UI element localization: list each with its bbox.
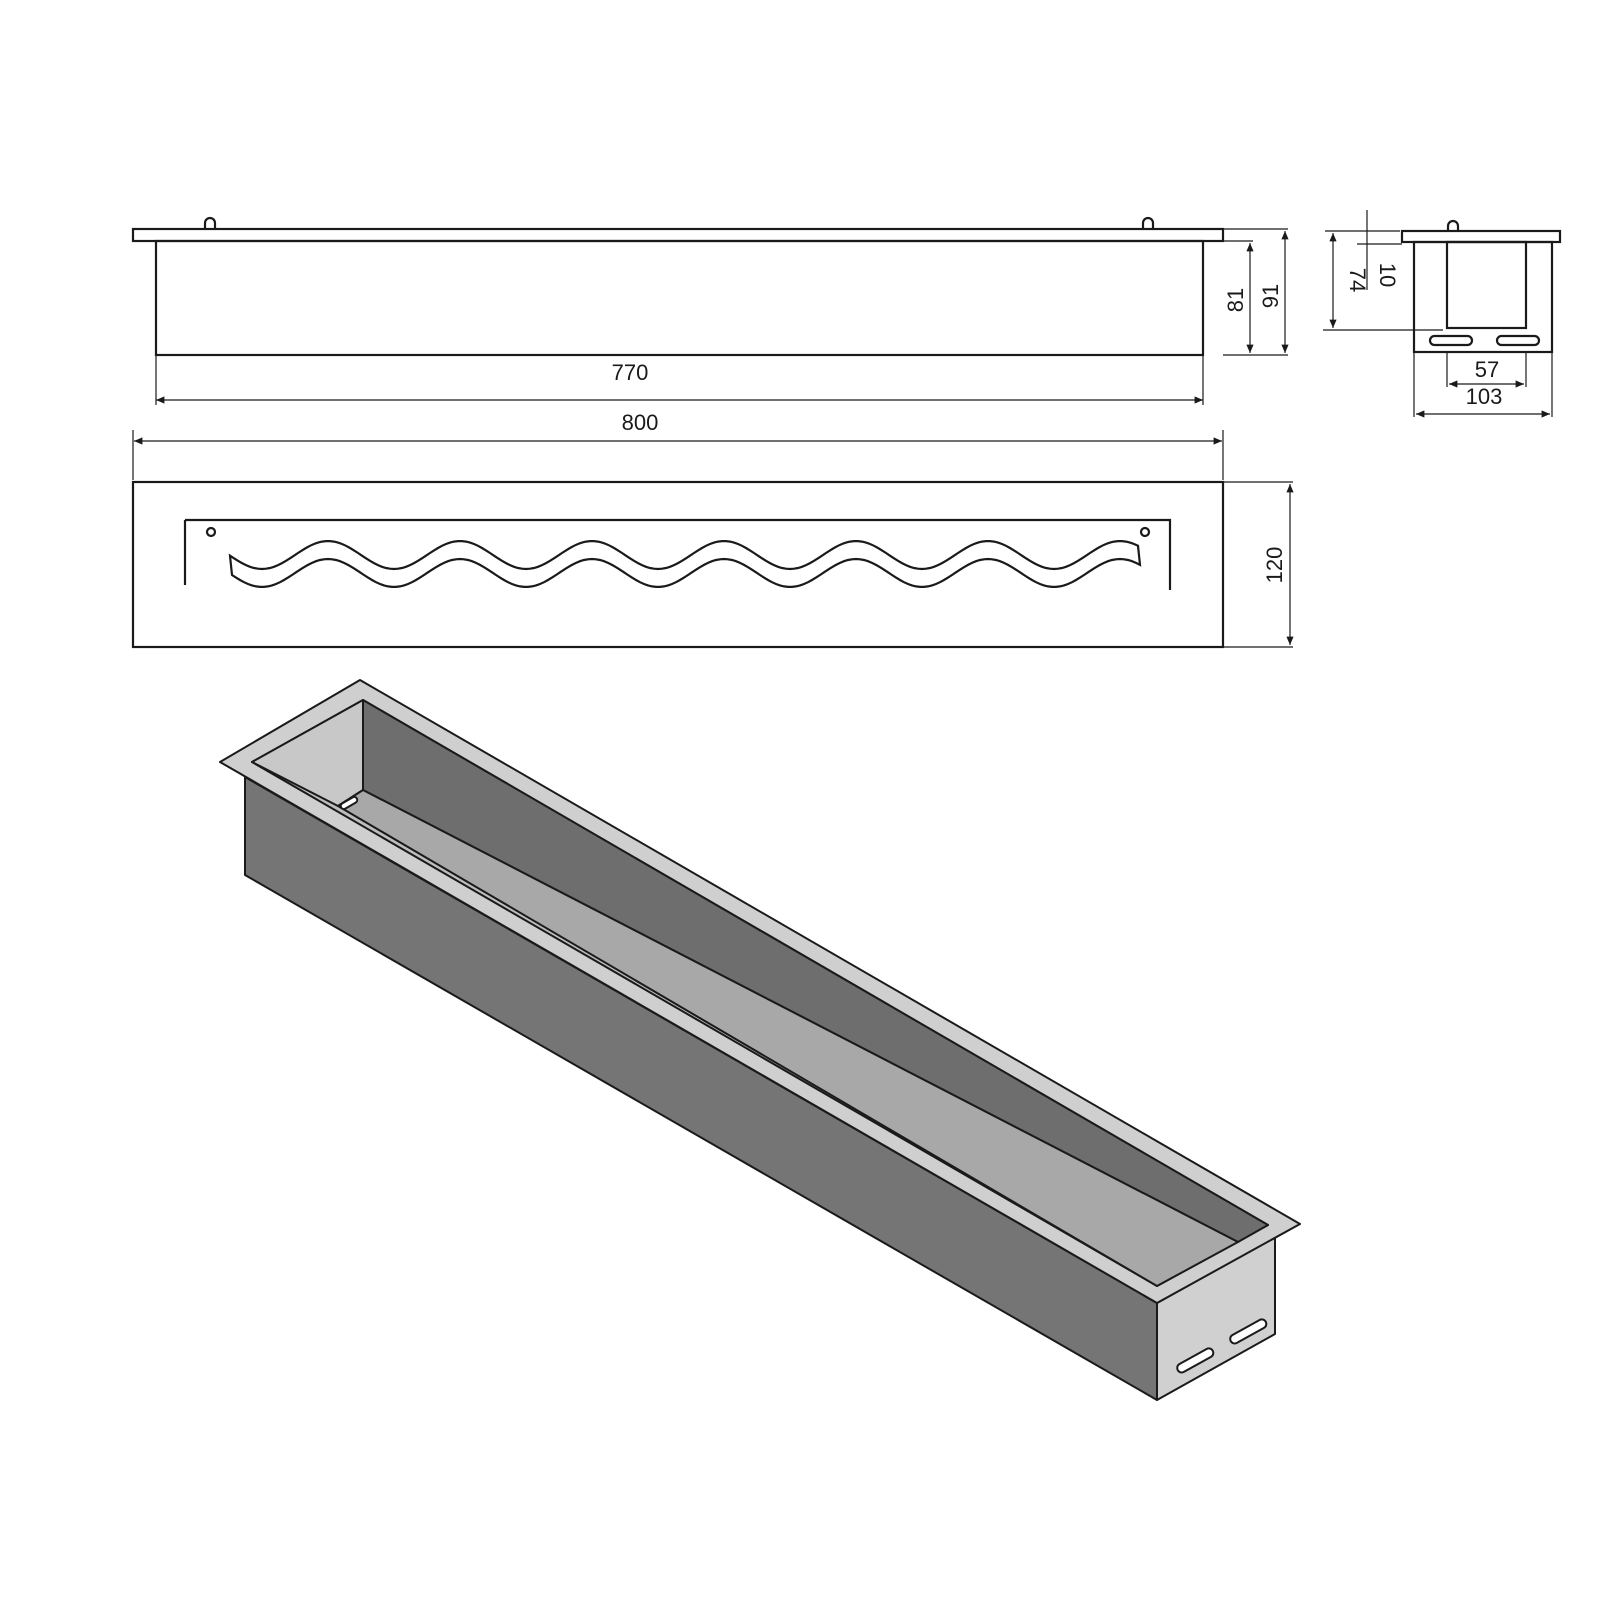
front-view: 770 81 91 <box>131 216 1289 405</box>
dimension-103: 103 <box>1466 384 1503 409</box>
wavy-burner-slot <box>183 518 1172 590</box>
top-view: 800 120 <box>131 410 1294 649</box>
dimension-770: 770 <box>612 360 649 385</box>
side-view: 74 10 57 103 <box>1323 210 1562 418</box>
dimension-91: 91 <box>1258 284 1283 308</box>
top-flange <box>131 227 1225 243</box>
isometric-view <box>219 679 1301 1401</box>
dimension-10: 10 <box>1375 263 1400 287</box>
body-outline <box>154 239 1205 357</box>
floor-ledge <box>337 789 1239 1287</box>
dimension-800: 800 <box>622 410 659 435</box>
dimension-57: 57 <box>1475 357 1499 382</box>
top-plate <box>131 480 1225 649</box>
dimension-120: 120 <box>1262 547 1287 584</box>
mounting-tabs <box>203 216 1155 229</box>
dimension-81: 81 <box>1223 288 1248 312</box>
dimension-74: 74 <box>1345 268 1370 292</box>
